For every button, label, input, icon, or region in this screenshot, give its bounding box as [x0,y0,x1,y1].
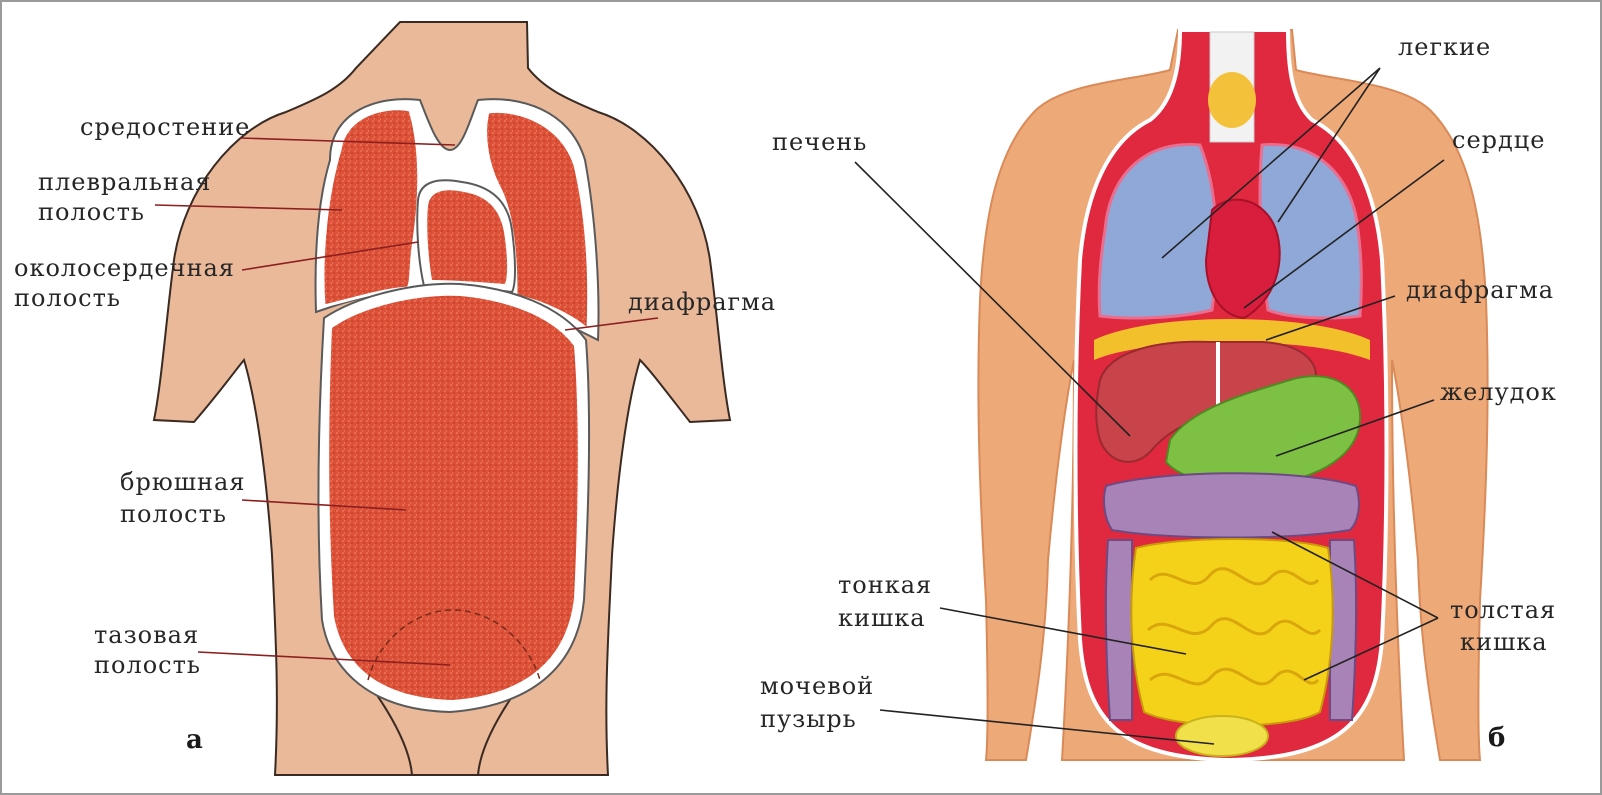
label-diaphragm-b: диафрагма [1406,276,1554,304]
panel-b-bladder [1176,716,1268,756]
panel-b-letter: б [1488,723,1505,753]
label-stomach: желудок [1440,378,1557,406]
label-heart: сердце [1452,126,1545,154]
label-diaphragm-a: диафрагма [628,288,776,316]
panel-b-large-intestine-transverse [1104,473,1359,537]
label-mediastinum: средостение [80,113,250,141]
label-abdominal-line1: брюшная [120,468,245,496]
label-pelvic-line2: полость [94,651,201,679]
label-small-intestine-line2: кишка [838,604,926,632]
label-liver: печень [772,128,867,156]
label-pleural-line2: полость [38,198,145,226]
label-large-intestine-line1: толстая [1450,596,1556,624]
label-lungs: легкие [1398,33,1491,61]
label-small-intestine-line1: тонкая [838,571,932,599]
label-pericardial-line1: околосердечная [14,254,235,282]
panel-b-large-intestine-left [1106,540,1132,720]
label-pleural-line1: плевральная [38,168,211,196]
label-large-intestine-line2: кишка [1460,628,1548,656]
panel-b-small-intestine [1131,539,1332,726]
panel-b-large-intestine-right [1330,540,1356,720]
label-bladder-line2: пузырь [760,705,857,733]
label-abdominal-line2: полость [120,500,227,528]
label-pelvic-line1: тазовая [94,621,199,649]
label-bladder-line1: мочевой [760,672,874,700]
panel-b-thyroid [1208,72,1256,128]
label-pericardial-line2: полость [14,284,121,312]
panel-a-letter: а [186,725,203,755]
panel-a-abdominal [329,296,578,700]
